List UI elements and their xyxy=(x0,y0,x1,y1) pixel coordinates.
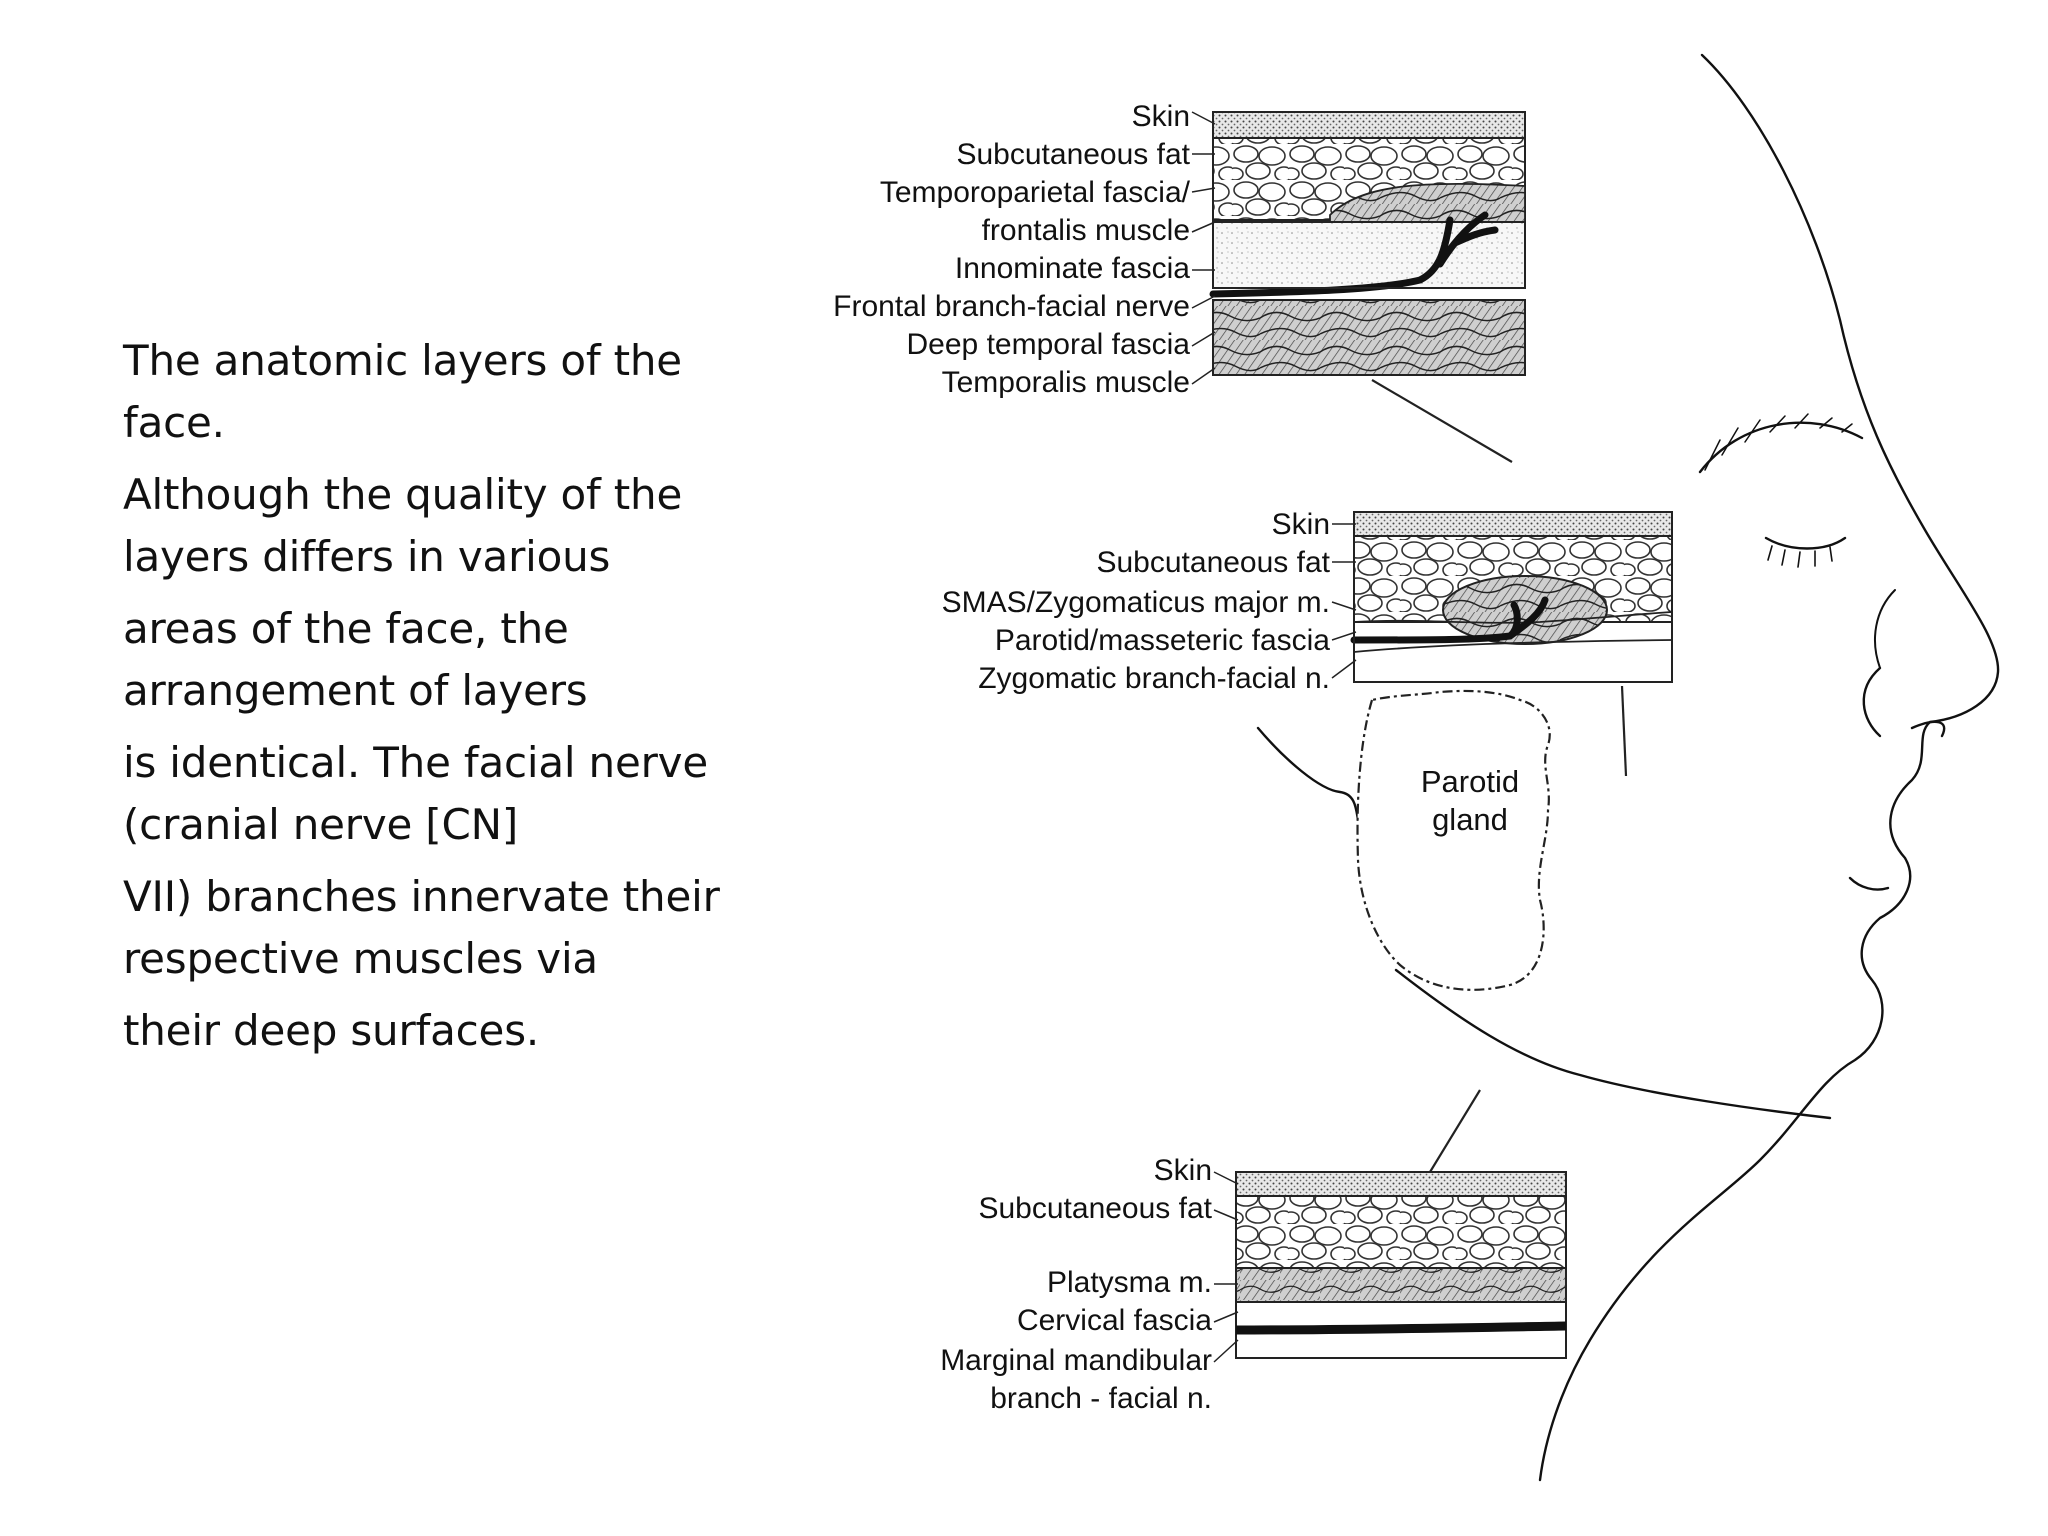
paragraph-4: is identical. The facial nerve (cranial … xyxy=(123,732,763,856)
top-layer-box: Skin Subcutaneous fat Temporoparietal fa… xyxy=(833,100,1526,399)
bottom-pointer xyxy=(1429,1089,1481,1173)
parotid-gland: Parotid gland xyxy=(1356,689,1551,991)
face-profile xyxy=(1256,53,2000,1482)
top-label-frontalis: frontalis muscle xyxy=(982,214,1190,247)
jaw-line xyxy=(1394,968,1832,1120)
eye-closed xyxy=(1764,536,1847,550)
eyebrow xyxy=(1698,421,1864,474)
bottom-layer-box: Skin Subcutaneous fat Platysma m. Cervic… xyxy=(940,1154,1567,1415)
paragraph-3: areas of the face, the arrangement of la… xyxy=(123,598,763,722)
text-line: respective muscles via xyxy=(123,934,598,983)
mid-label-zygomatic: Zygomatic branch-facial n. xyxy=(978,662,1330,695)
text-line: arrangement of layers xyxy=(123,666,588,715)
bottom-label-skin: Skin xyxy=(1154,1154,1212,1187)
paragraph-6: their deep surfaces. xyxy=(123,1000,763,1062)
top-pointer xyxy=(1371,379,1513,463)
forehead-nose-line xyxy=(1538,53,2000,1482)
top-label-innominate: Innominate fascia xyxy=(955,252,1190,285)
cheek-curve xyxy=(1874,589,1896,669)
top-label-temporoparietal: Temporoparietal fascia/ xyxy=(880,176,1191,209)
eyebrow-hairs xyxy=(1704,413,1853,471)
text-line: VII) branches innervate their xyxy=(123,872,720,921)
paragraph-1: The anatomic layers of the face. xyxy=(123,330,763,454)
text-line: The anatomic layers of the xyxy=(123,336,682,385)
text-line: face. xyxy=(123,398,225,447)
text-line: areas of the face, the xyxy=(123,604,569,653)
mid-label-parotid-fascia: Parotid/masseteric fascia xyxy=(995,624,1330,657)
bottom-label-platysma: Platysma m. xyxy=(1047,1266,1212,1299)
parotid-label-1: Parotid xyxy=(1421,764,1519,799)
text-line: Although the quality of the xyxy=(123,470,683,519)
mid-label-smas: SMAS/Zygomaticus major m. xyxy=(942,586,1330,619)
box-pointers xyxy=(1371,379,1628,1173)
mid-pointer xyxy=(1620,685,1628,777)
mid-label-subcut: Subcutaneous fat xyxy=(1096,546,1330,579)
nostril xyxy=(1910,720,1946,738)
eyelash-1 xyxy=(1767,545,1833,568)
text-line: (cranial nerve [CN] xyxy=(123,800,519,849)
bottom-label-marginal-2: branch - facial n. xyxy=(990,1382,1212,1415)
description-text: The anatomic layers of the face. Althoug… xyxy=(123,330,763,1072)
nasolabial xyxy=(1862,666,1882,738)
text-line: layers differs in various xyxy=(123,532,611,581)
top-label-deep-temporal: Deep temporal fascia xyxy=(907,328,1191,361)
bottom-label-subcut: Subcutaneous fat xyxy=(978,1192,1212,1225)
bottom-label-cervical: Cervical fascia xyxy=(1017,1304,1212,1337)
top-label-subcut: Subcutaneous fat xyxy=(956,138,1190,171)
parotid-label-2: gland xyxy=(1432,802,1508,837)
mid-label-skin: Skin xyxy=(1272,508,1330,541)
middle-layer-box: Skin Subcutaneous fat SMAS/Zygomaticus m… xyxy=(942,508,1673,695)
top-label-skin: Skin xyxy=(1132,100,1190,133)
ear-line xyxy=(1256,726,1360,822)
top-label-temporalis: Temporalis muscle xyxy=(942,366,1190,399)
top-label-frontal-branch: Frontal branch-facial nerve xyxy=(833,290,1190,323)
paragraph-5: VII) branches innervate their respective… xyxy=(123,866,763,990)
text-line: is identical. The facial nerve xyxy=(123,738,708,787)
bottom-label-marginal-1: Marginal mandibular xyxy=(940,1344,1212,1377)
lip-line xyxy=(1848,876,1890,891)
paragraph-2: Although the quality of the layers diffe… xyxy=(123,464,763,588)
text-line: their deep surfaces. xyxy=(123,1006,540,1055)
